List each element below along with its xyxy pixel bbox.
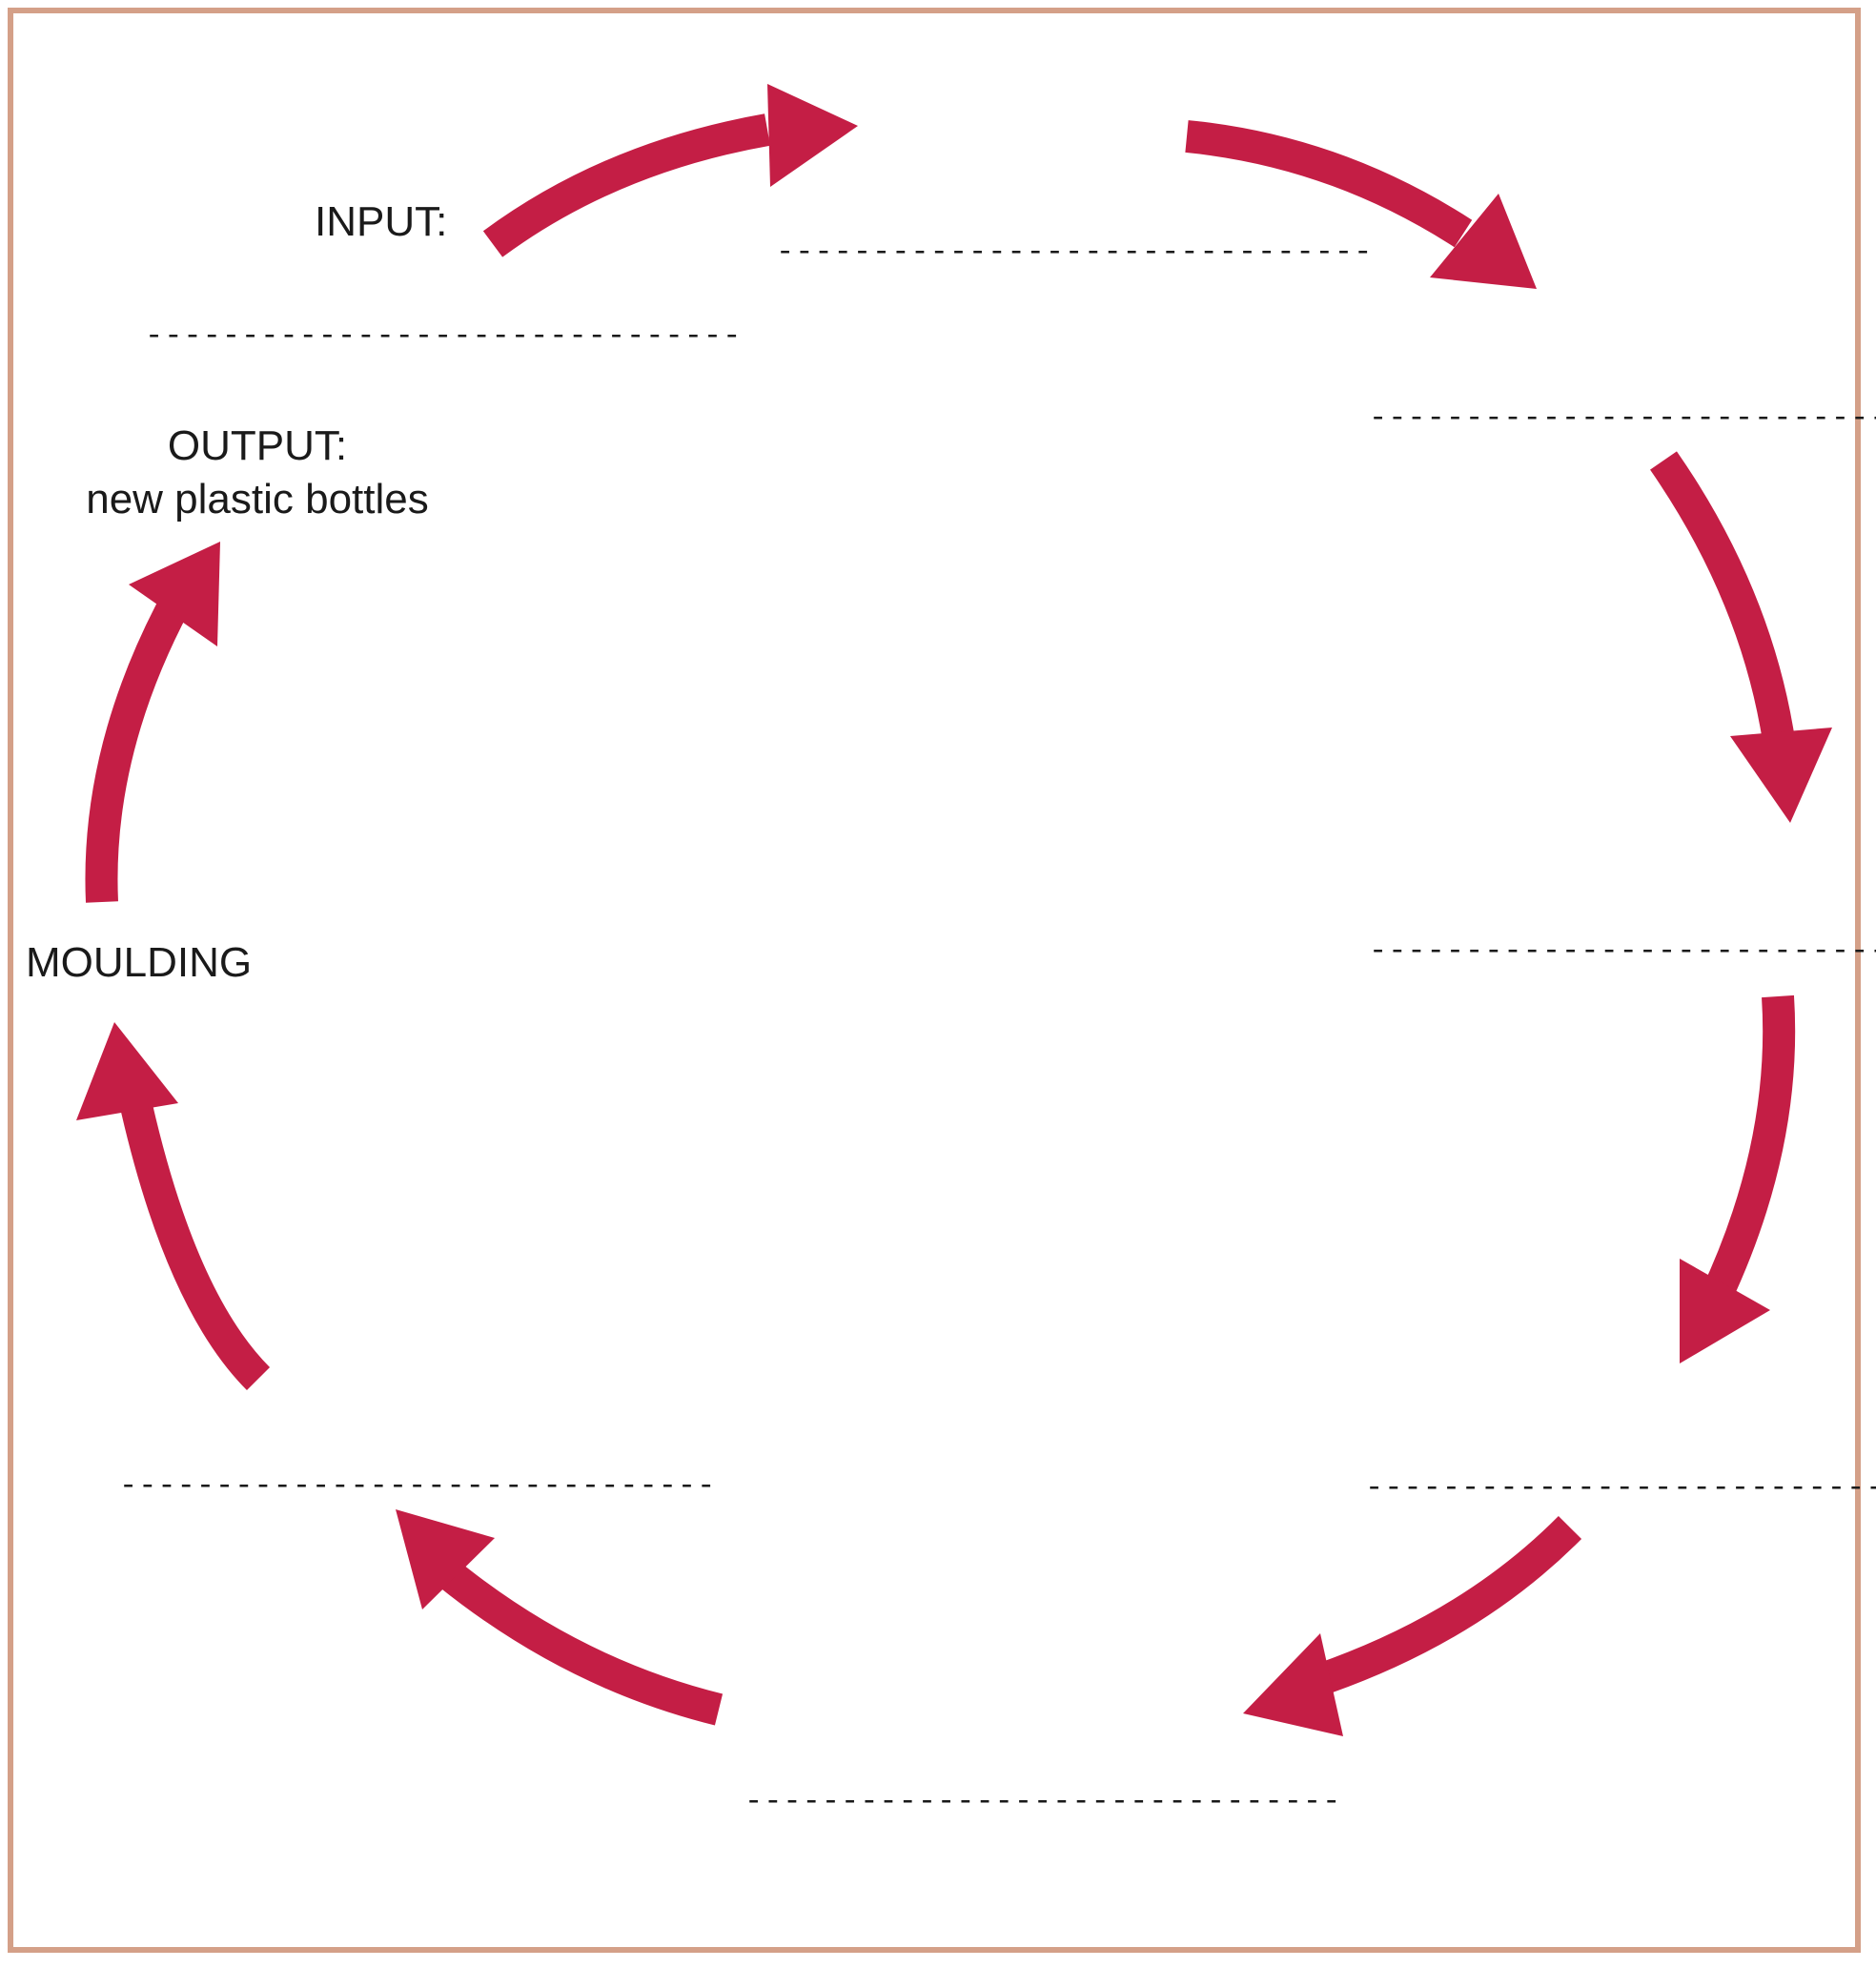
moulding-label: MOULDING (26, 939, 253, 986)
arrow-shaft-5 (1305, 1516, 1582, 1699)
arrow-shaft-3 (1650, 451, 1794, 737)
output-label: OUTPUT: new plastic bottles (57, 420, 458, 526)
answer-blank-7: ------------------------------- (145, 318, 743, 354)
arrow-shaft-6 (438, 1560, 724, 1726)
answer-blank-4: ------------------------------- (1365, 1470, 1876, 1506)
answer-blank-2: ------------------------------- (1369, 400, 1876, 436)
arrowhead-8 (129, 542, 220, 646)
output-title: OUTPUT: (167, 422, 348, 469)
answer-blank-5: ------------------------------- (744, 1784, 1342, 1819)
arrowhead-6 (396, 1509, 495, 1609)
arrowhead-4 (1680, 1259, 1770, 1363)
arrowhead-7 (76, 1022, 178, 1120)
arrow-shaft-4 (1701, 994, 1796, 1304)
arrow-shaft-8 (85, 595, 191, 903)
arrow-shaft-2 (1185, 120, 1473, 248)
arrow-shaft-1 (482, 113, 770, 257)
diagram-frame (8, 8, 1861, 1953)
answer-blank-6: ------------------------------- (119, 1468, 717, 1504)
arrowhead-5 (1243, 1633, 1343, 1736)
arrowhead-1 (767, 84, 858, 187)
answer-blank-3: ------------------------------- (1369, 933, 1876, 969)
arrow-shaft-7 (120, 1102, 271, 1391)
input-label: INPUT: (315, 198, 448, 245)
output-value: new plastic bottles (86, 476, 429, 523)
arrowhead-2 (1430, 194, 1537, 289)
answer-blank-1: ------------------------------- (776, 235, 1374, 270)
arrowhead-3 (1730, 728, 1832, 823)
